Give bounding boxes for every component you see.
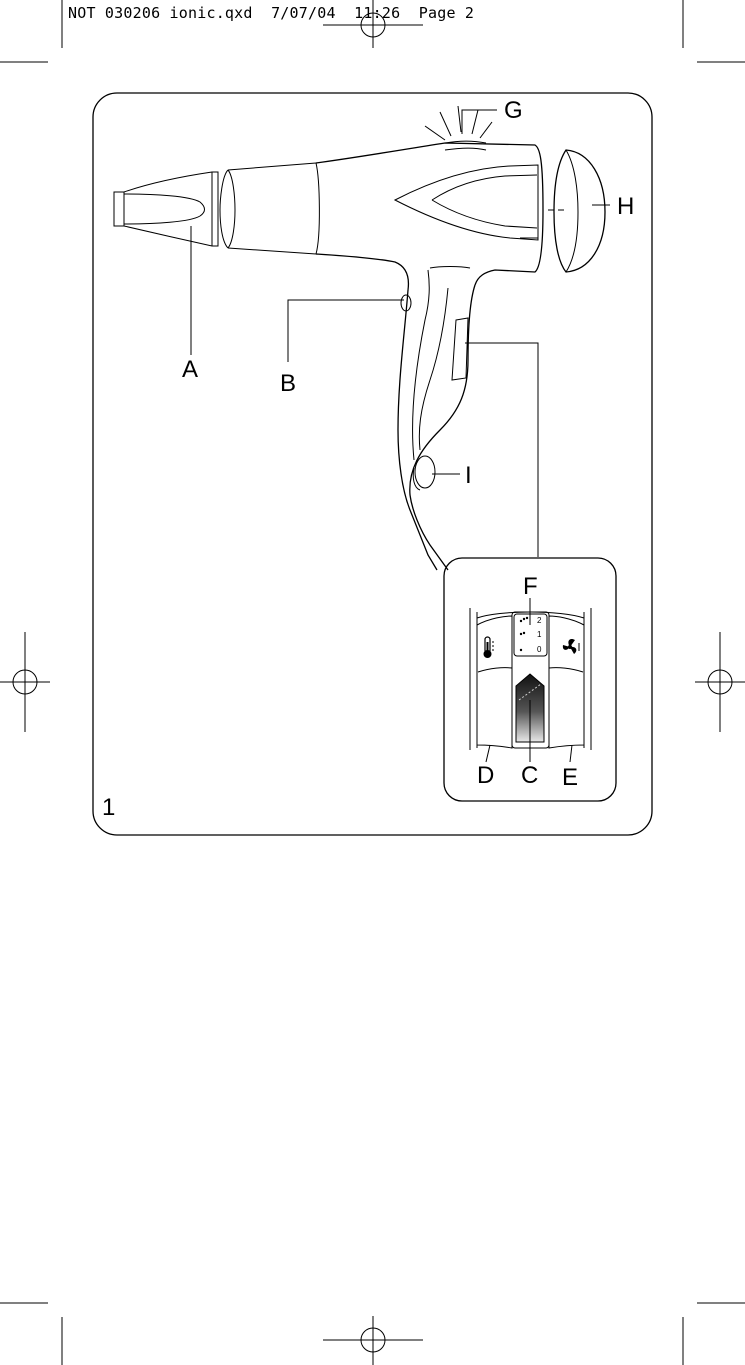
concentrator-nozzle bbox=[113, 171, 219, 247]
scale-mark-2: 2 bbox=[537, 616, 542, 625]
label-h: H bbox=[617, 193, 634, 220]
thermometer-icon bbox=[483, 636, 494, 658]
label-i: I bbox=[465, 462, 472, 489]
registration-mark-top bbox=[323, 0, 423, 48]
hair-dryer-illustration bbox=[113, 105, 606, 571]
speed-scale: 2 1 0 bbox=[519, 616, 542, 654]
switch-detail-inset: 2 1 0 bbox=[443, 557, 617, 802]
leader-lines bbox=[190, 109, 610, 557]
scale-mark-0: 0 bbox=[537, 645, 542, 654]
label-b: B bbox=[280, 370, 296, 397]
registration-mark-bottom bbox=[323, 1316, 423, 1365]
label-d: D bbox=[477, 762, 494, 789]
scale-mark-1: 1 bbox=[537, 630, 542, 639]
figure-frame bbox=[92, 92, 653, 836]
label-e: E bbox=[562, 764, 578, 791]
registration-mark-right bbox=[695, 632, 745, 732]
registration-mark-left bbox=[0, 632, 50, 732]
label-c: C bbox=[521, 762, 538, 789]
print-slug: NOT 030206 ionic.qxd 7/07/04 11:26 Page … bbox=[68, 4, 475, 22]
figure-number: 1 bbox=[102, 794, 115, 821]
label-g: G bbox=[504, 97, 523, 124]
label-a: A bbox=[182, 356, 198, 383]
indicator-light-rays bbox=[424, 105, 493, 141]
barrel-front bbox=[219, 162, 320, 255]
dryer-body bbox=[315, 140, 606, 571]
label-f: F bbox=[523, 573, 538, 600]
fan-icon bbox=[562, 638, 580, 654]
